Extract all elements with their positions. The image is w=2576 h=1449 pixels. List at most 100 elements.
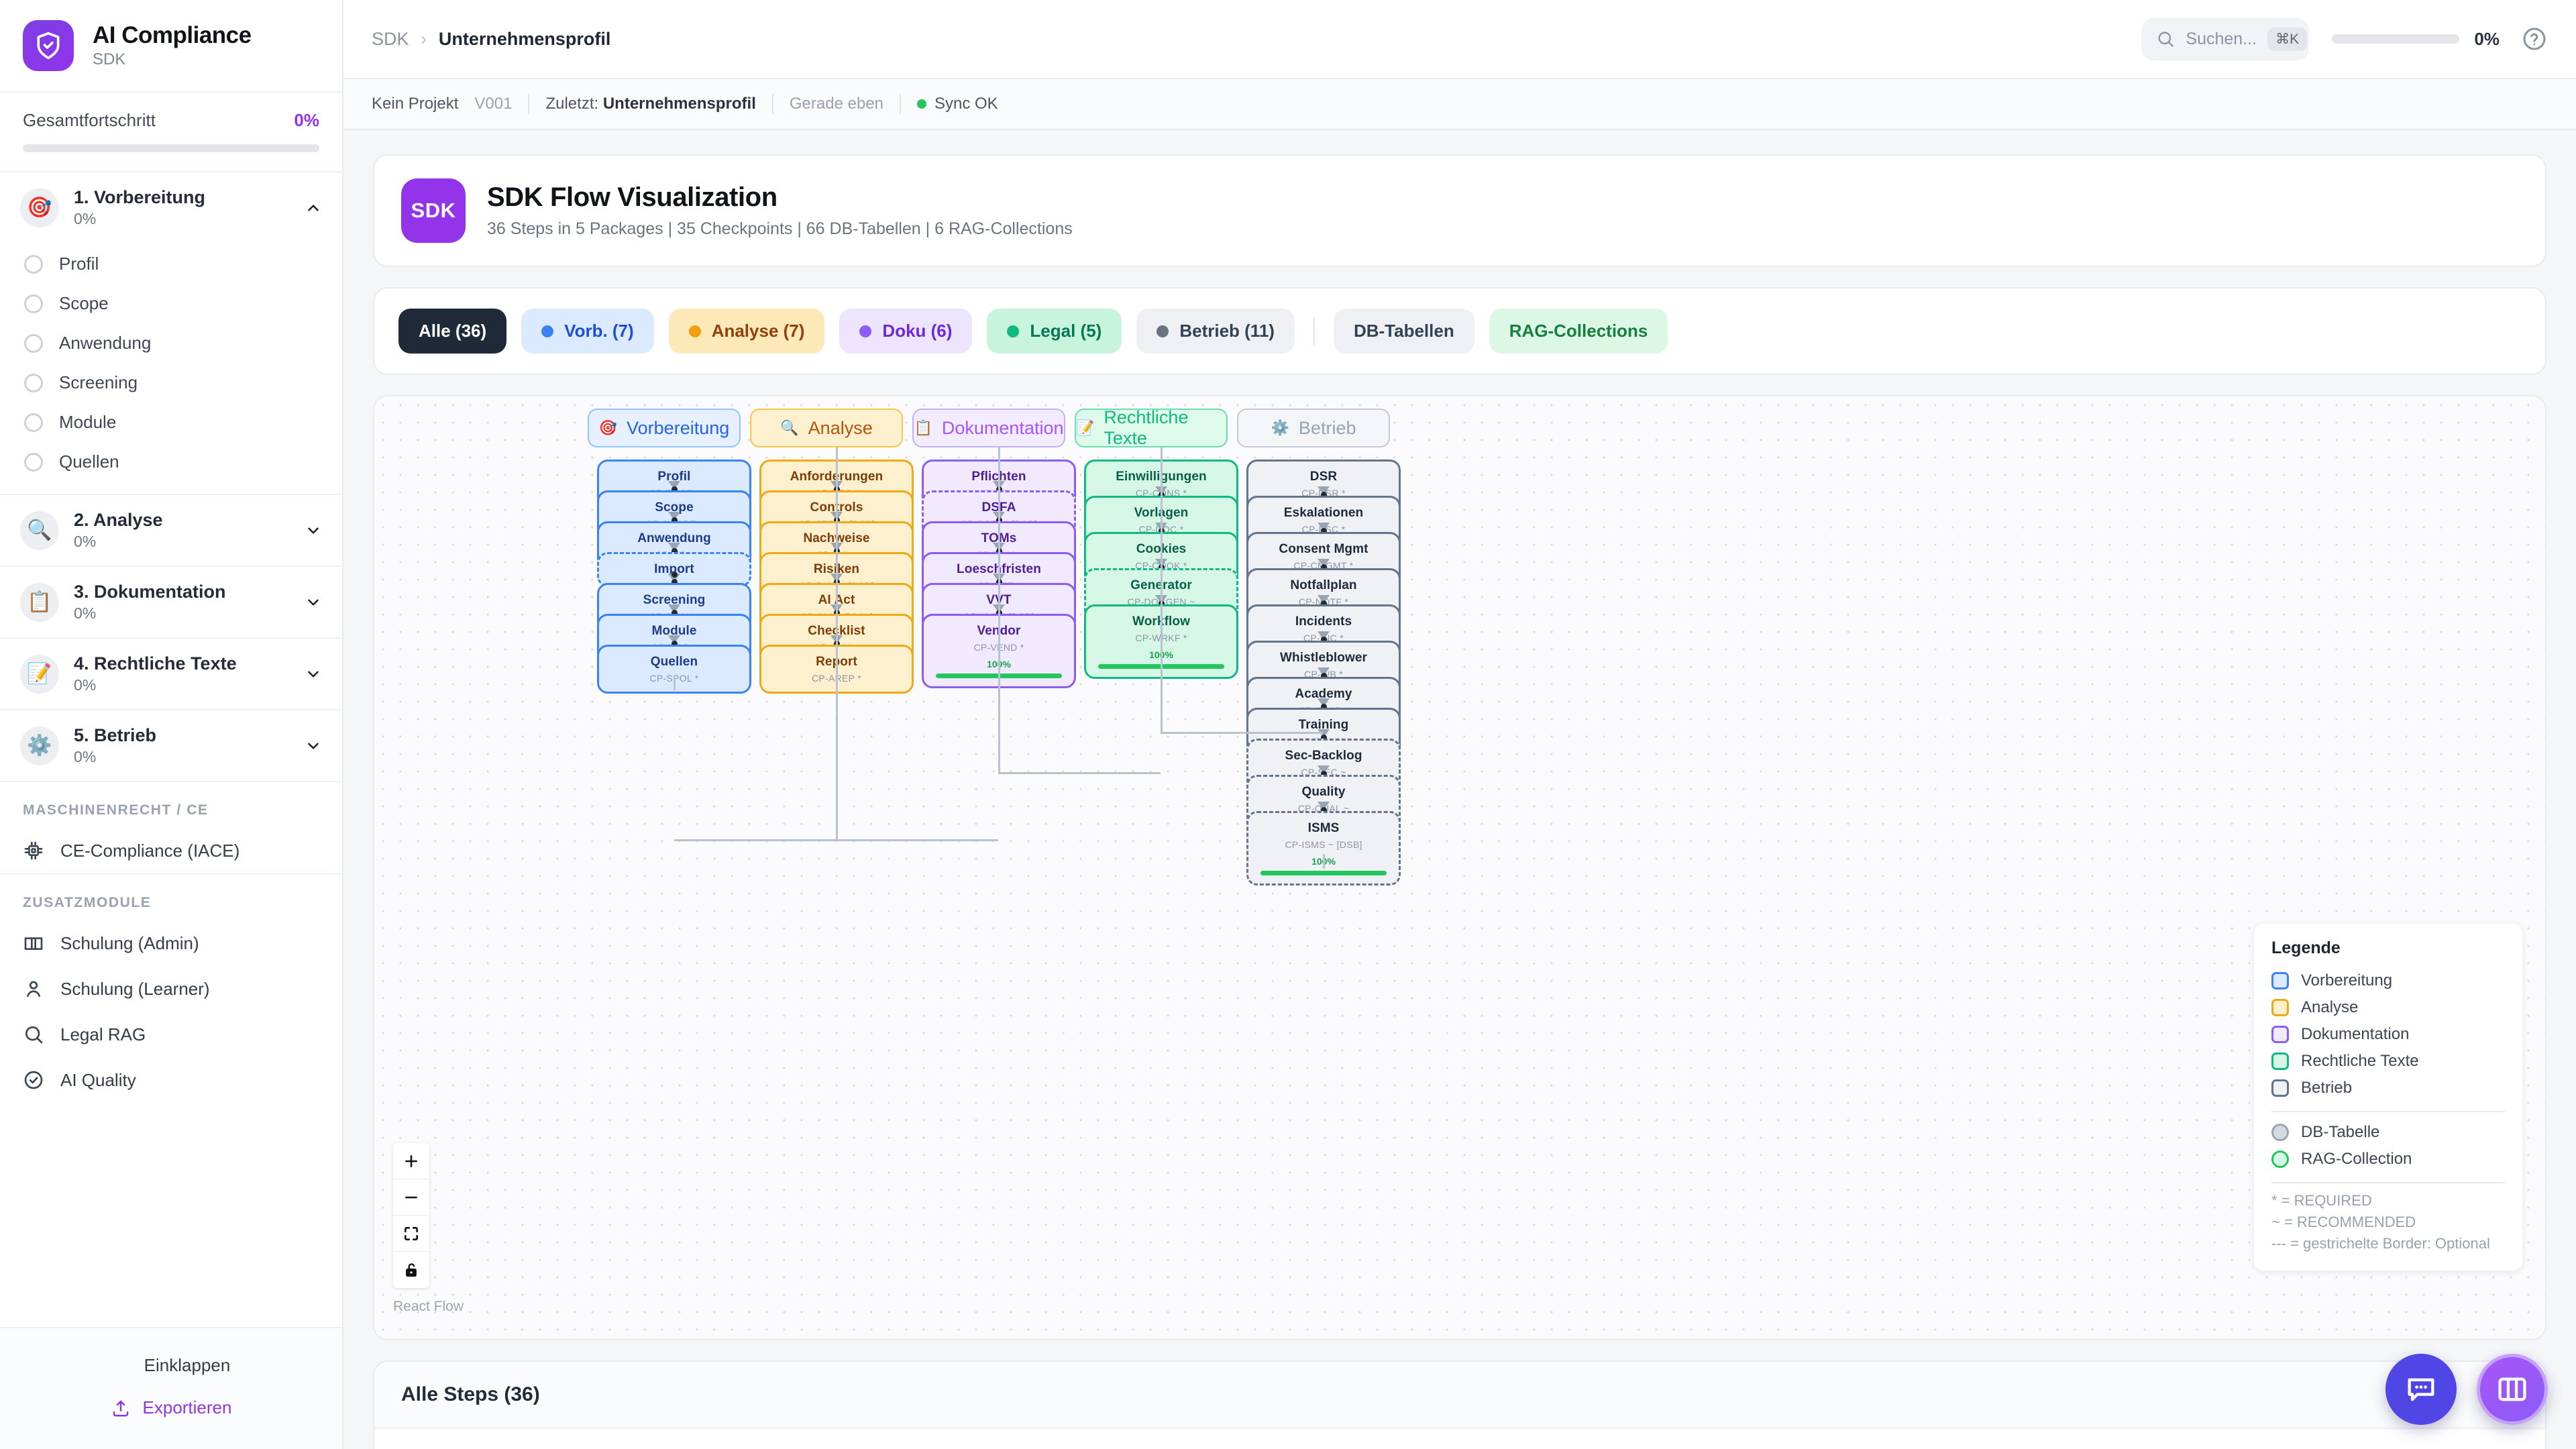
search-icon (2158, 32, 2174, 47)
flow-canvas[interactable]: 🎯Vorbereitung🔍Analyse📋Dokumentation📝Rech… (373, 395, 2546, 1340)
flow-node-port (671, 517, 678, 523)
filter-chip-db-tabellen[interactable]: DB-Tabellen (1333, 309, 1474, 354)
chevron-down-icon[interactable] (305, 737, 322, 755)
panel-fab-button[interactable] (2477, 1354, 2548, 1425)
breadcrumb-root[interactable]: SDK (372, 28, 409, 49)
fit-view-button[interactable] (393, 1216, 429, 1252)
flow-node-title: Sec-Backlog (1285, 749, 1362, 763)
flow-node-title: Scope (655, 500, 694, 515)
breadcrumb-separator: › (421, 29, 427, 48)
sidebar-step-profil[interactable]: Profil (0, 244, 342, 284)
legend-row: Dokumentation (2271, 1021, 2505, 1048)
chevrons-left-icon (112, 1356, 132, 1376)
divider (771, 94, 773, 114)
zoom-in-button[interactable] (393, 1143, 429, 1179)
step-status-radio-icon (24, 294, 43, 313)
sidebar-item-schulung-learner[interactable]: Schulung (Learner) (0, 966, 342, 1012)
flow-node-code: CP-ISMS ~ [DSB] (1285, 839, 1362, 850)
all-steps-card: Alle Steps (36) (373, 1360, 2546, 1449)
filter-chip-doku[interactable]: Doku (6) (839, 309, 973, 354)
step-status-radio-icon (24, 333, 43, 353)
book-icon (24, 937, 43, 950)
legend-row: Betrieb (2271, 1075, 2505, 1102)
flow-node-title: Import (654, 562, 694, 576)
all-steps-body (374, 1429, 2545, 1449)
filter-chip-legal[interactable]: Legal (5) (987, 309, 1122, 354)
phase-emoji-icon: ⚙️ (20, 726, 59, 765)
sidebar-item-label: Schulung (Admin) (60, 932, 199, 953)
sync-dot-icon (916, 99, 926, 109)
flow-node-port (671, 579, 678, 585)
breadcrumb-current: Unternehmensprofil (438, 28, 611, 49)
sidebar-item-schulung-admin[interactable]: Schulung (Admin) (0, 920, 342, 966)
export-button[interactable]: Exportieren (0, 1387, 342, 1429)
sidebar-step-module[interactable]: Module (0, 402, 342, 442)
legend-swatch-icon (2271, 1026, 2289, 1044)
sidebar-brand[interactable]: AI Compliance SDK (0, 0, 342, 93)
flow-node-port (1320, 771, 1327, 777)
phase-emoji-icon: 📋 (20, 582, 59, 622)
legend-label: Betrieb (2301, 1079, 2353, 1097)
help-button[interactable] (2522, 27, 2546, 51)
legend-label: Dokumentation (2301, 1025, 2410, 1044)
flow-graph[interactable]: 🎯Vorbereitung🔍Analyse📋Dokumentation📝Rech… (374, 396, 2545, 1339)
filter-chip-betrieb[interactable]: Betrieb (11) (1136, 309, 1295, 354)
sidebar-step-screening[interactable]: Screening (0, 363, 342, 402)
sidebar-step-label: Anwendung (59, 333, 152, 353)
sidebar-phase-percent: 0% (74, 748, 97, 765)
collapse-sidebar-button[interactable]: Einklappen (0, 1344, 342, 1387)
flow-controls[interactable] (393, 1143, 429, 1288)
flow-edge-cross (674, 839, 836, 841)
sidebar-step-anwendung[interactable]: Anwendung (0, 323, 342, 363)
filter-chip-analyse[interactable]: Analyse (7) (668, 309, 825, 354)
topbar: SDK › Unternehmensprofil Suchen... ⌘K 0% (343, 0, 2576, 79)
overall-progress-label: Gesamtfortschritt (23, 110, 156, 130)
sidebar-step-scope[interactable]: Scope (0, 284, 342, 323)
sidebar-step-label: Module (59, 412, 117, 432)
chevron-down-icon[interactable] (305, 594, 322, 611)
legend-swatch-icon (2271, 1053, 2289, 1071)
chevron-up-icon[interactable] (305, 199, 322, 217)
sidebar-phase-header[interactable]: ⚙️ 5. Betrieb 0% (0, 710, 342, 781)
sidebar-item-label: Schulung (Learner) (60, 978, 210, 999)
sidebar-item-ce-compliance-iace[interactable]: CE-Compliance (IACE) (0, 828, 342, 873)
filter-chip-alle[interactable]: Alle (36) (398, 309, 507, 354)
filter-chip-vorb[interactable]: Vorb. (7) (521, 309, 654, 354)
lock-toggle-button[interactable] (393, 1252, 429, 1288)
sidebar-item-ai-quality[interactable]: AI Quality (0, 1057, 342, 1103)
chat-fab-button[interactable] (2385, 1354, 2457, 1425)
lane-header-rechtliche-texte: 📝Rechtliche Texte (1075, 407, 1228, 448)
flow-node-port (671, 641, 678, 647)
help-circle-icon (2523, 28, 2546, 50)
flow-node-title: Training (1298, 718, 1349, 732)
sidebar-phase-name: 5. Betrieb (74, 725, 157, 745)
chevron-down-icon[interactable] (305, 665, 322, 683)
sidebar-phase-percent: 0% (74, 676, 97, 694)
sidebar-phase-percent: 0% (74, 533, 97, 550)
flow-edge (674, 676, 676, 690)
lane-label: Betrieb (1298, 417, 1356, 438)
flow-node-port (1320, 492, 1327, 498)
legend-swatch-icon (2271, 1079, 2289, 1097)
flow-node-title: Quellen (650, 655, 698, 669)
header-progress-bar (2332, 34, 2460, 44)
sidebar-step-quellen[interactable]: Quellen (0, 442, 342, 482)
flow-node-title: Whistleblower (1279, 651, 1368, 665)
zoom-out-button[interactable] (393, 1179, 429, 1216)
export-label: Exportieren (142, 1397, 232, 1417)
filter-chip-rag-collections[interactable]: RAG-Collections (1489, 309, 1668, 354)
chevron-down-icon[interactable] (305, 522, 322, 539)
sync-status: Sync OK (916, 95, 998, 113)
search-input[interactable]: Suchen... ⌘K (2141, 17, 2310, 60)
sidebar-item-legal-rag[interactable]: Legal RAG (0, 1012, 342, 1057)
legend-swatch-icon (2271, 1124, 2289, 1142)
phase-emoji-icon: 🔍 (20, 511, 59, 550)
